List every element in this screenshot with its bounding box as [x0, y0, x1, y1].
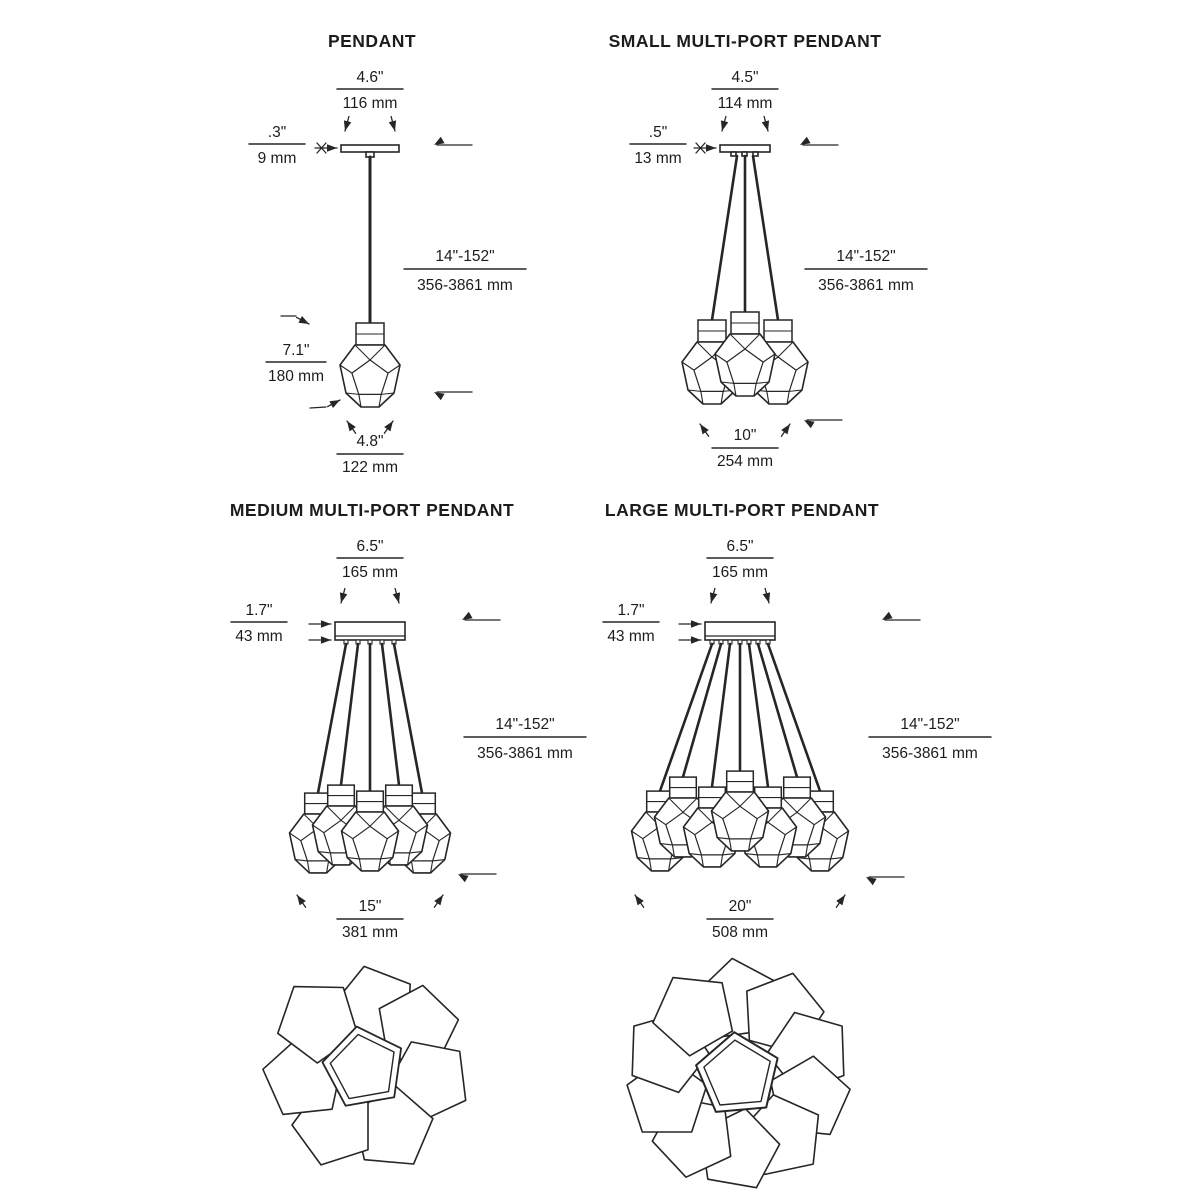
- large-multiport-title: LARGE MULTI-PORT PENDANT: [605, 500, 879, 520]
- pendant-fixture-height-inches: 7.1": [282, 342, 309, 359]
- large-canopy-width-mm: 165 mm: [712, 564, 768, 581]
- medium-canopy-width-mm: 165 mm: [342, 564, 398, 581]
- medium-suspension-length-mm: 356-3861 mm: [477, 745, 573, 762]
- large-suspension-length-inches: 14"-152": [900, 716, 959, 733]
- pendant-fixture-width-inches: 4.8": [356, 433, 383, 450]
- small-multiport-title: SMALL MULTI-PORT PENDANT: [609, 31, 882, 51]
- pendant-canopy-width-inches: 4.6": [356, 69, 383, 86]
- large-suspension-length-mm: 356-3861 mm: [882, 745, 978, 762]
- large-cluster-width-mm: 508 mm: [712, 924, 768, 941]
- pendant-title: PENDANT: [328, 31, 416, 51]
- large-cluster-width-inches: 20": [729, 898, 752, 915]
- pendant-suspension-length-mm: 356-3861 mm: [417, 277, 513, 294]
- pendant-suspension-length-inches: 14"-152": [435, 248, 494, 265]
- pendant-canopy-height-mm: 9 mm: [258, 150, 297, 167]
- large-multiport-drawing: [630, 587, 921, 908]
- medium-multiport-dimensions: 6.5" 165 mm 1.7" 43 mm 14"-152" 356-3861 mm 15…: [230, 538, 587, 941]
- small-canopy-height-mm: 13 mm: [634, 150, 681, 167]
- medium-suspension-length-inches: 14"-152": [495, 716, 554, 733]
- small-cluster-width-inches: 10": [734, 427, 757, 444]
- large-canopy-height-mm: 43 mm: [607, 628, 654, 645]
- pendant-fixture-height-mm: 180 mm: [268, 368, 324, 385]
- small-canopy-width-mm: 114 mm: [718, 95, 773, 112]
- medium-cluster-width-mm: 381 mm: [342, 924, 398, 941]
- pendant-dimensions: 4.6" 116 mm .3" 9 mm 14"-152" 356-3861 mm 7.1"…: [248, 69, 527, 476]
- large-multiport-panel: LARGE MULTI-PORT PENDANT 6.5" 165 mm 1.7" 4…: [602, 500, 992, 1189]
- medium-multiport-bottom-view: [262, 965, 467, 1166]
- pendant-canopy-width-mm: 116 mm: [343, 95, 398, 112]
- small-suspension-length-mm: 356-3861 mm: [818, 277, 914, 294]
- medium-canopy-height-inches: 1.7": [245, 602, 272, 619]
- small-multiport-dimensions: 4.5" 114 mm .5" 13 mm 14"-152" 356-3861 mm 10"…: [629, 69, 928, 470]
- pendant-canopy-height-inches: .3": [268, 124, 286, 141]
- small-canopy-height-inches: .5": [649, 124, 667, 141]
- medium-multiport-drawing: [288, 587, 501, 908]
- medium-canopy-height-mm: 43 mm: [235, 628, 282, 645]
- large-canopy-height-inches: 1.7": [617, 602, 644, 619]
- medium-multiport-title: MEDIUM MULTI-PORT PENDANT: [230, 500, 514, 520]
- small-multiport-drawing: [681, 115, 843, 437]
- pendant-drawing: [280, 115, 473, 434]
- small-cluster-width-mm: 254 mm: [717, 453, 773, 470]
- small-multiport-panel: SMALL MULTI-PORT PENDANT 4.5" 114 mm .5" 13…: [609, 31, 928, 470]
- large-canopy-width-inches: 6.5": [726, 538, 753, 555]
- pendant-panel: PENDANT 4.6" 116 mm .3" 9 mm 14"-152" 356-386…: [248, 31, 527, 476]
- large-multiport-dimensions: 6.5" 165 mm 1.7" 43 mm 14"-152" 356-3861 mm 20…: [602, 538, 992, 941]
- medium-multiport-panel: MEDIUM MULTI-PORT PENDANT 6.5" 165 mm 1.7"…: [230, 500, 587, 1166]
- medium-cluster-width-inches: 15": [359, 898, 382, 915]
- small-suspension-length-inches: 14"-152": [836, 248, 895, 265]
- large-multiport-bottom-view: [626, 957, 851, 1189]
- pendant-fixture-width-mm: 122 mm: [342, 459, 398, 476]
- medium-canopy-width-inches: 6.5": [356, 538, 383, 555]
- small-canopy-width-inches: 4.5": [731, 69, 758, 86]
